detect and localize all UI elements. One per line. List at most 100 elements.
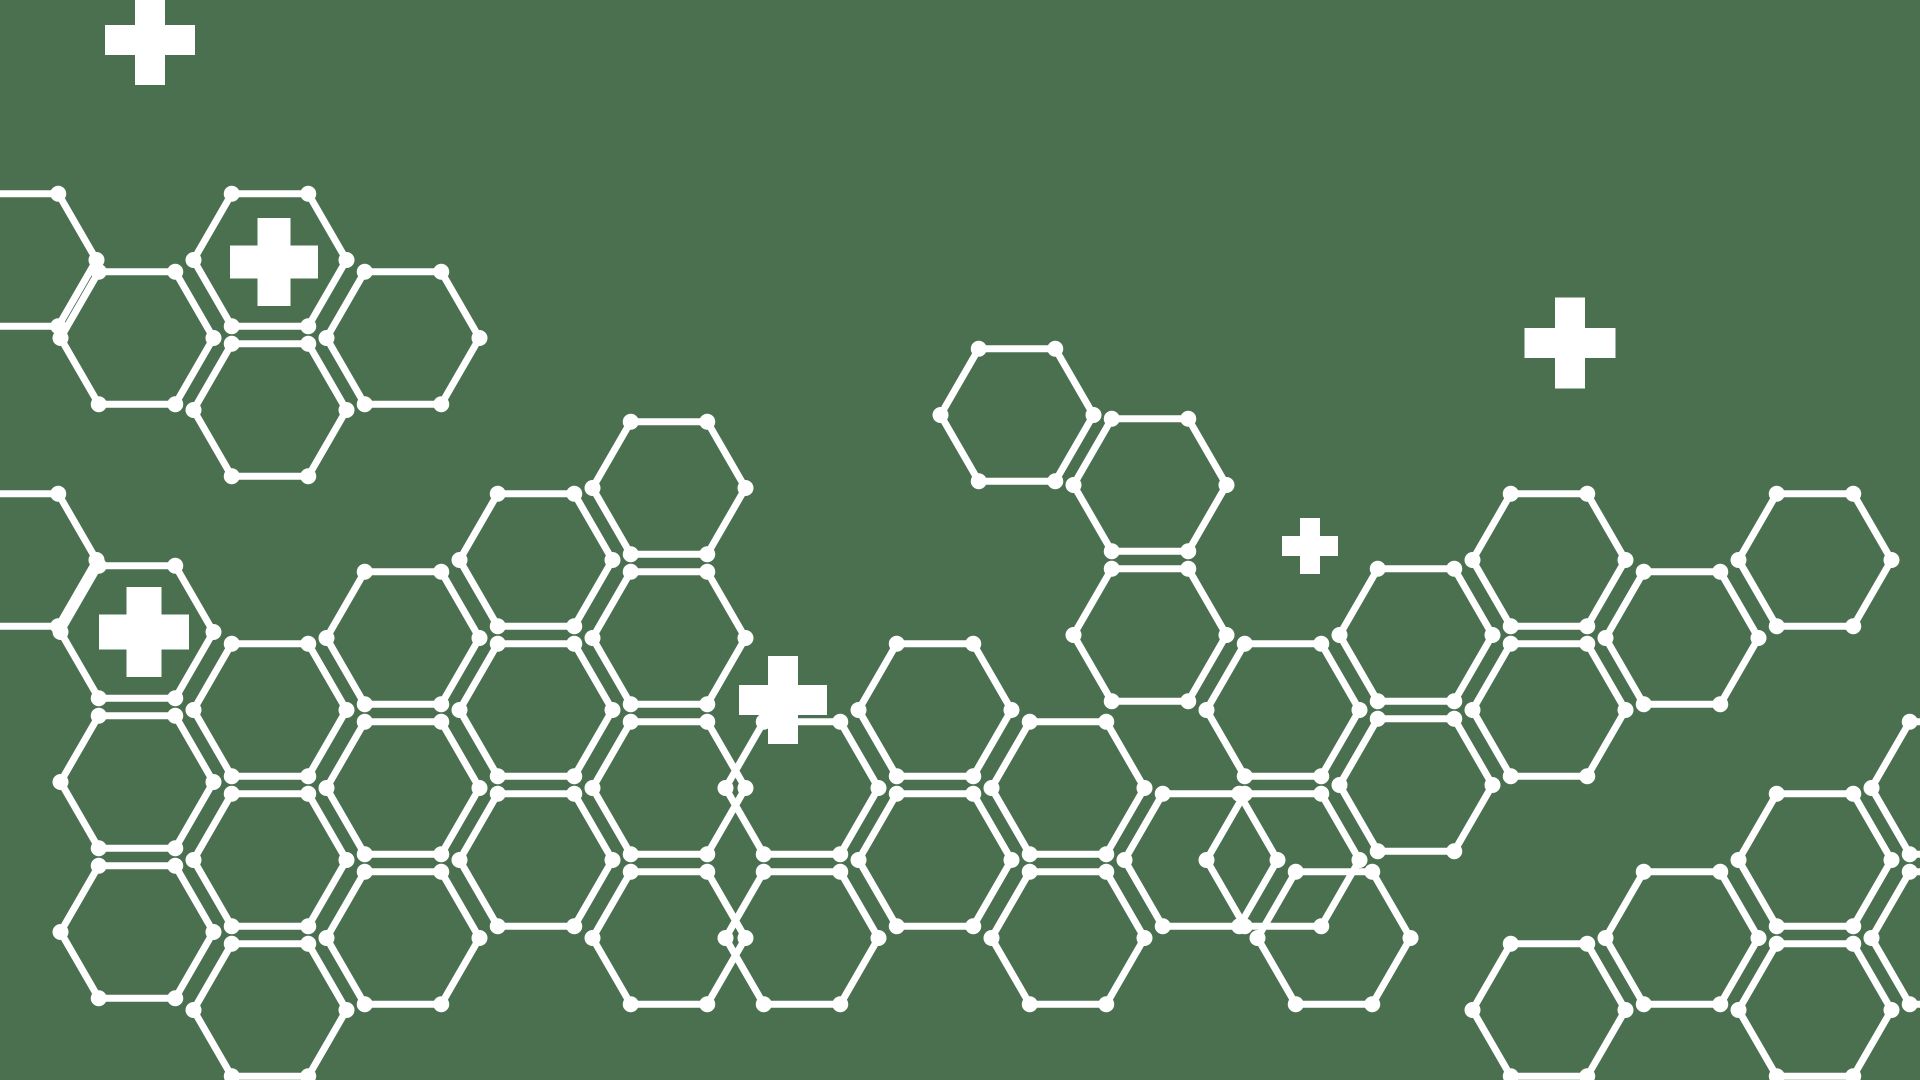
hexagon-vertex-node (1313, 918, 1330, 935)
hexagon-vertex-node (1154, 918, 1171, 935)
hexagon-vertex-node (970, 340, 987, 357)
hexagon-vertex-node (90, 690, 107, 707)
hexagon-vertex-node (489, 635, 506, 652)
hexagon-vertex-node (356, 863, 373, 880)
hexagon-vertex-node (1464, 1002, 1481, 1018)
hexagon-vertex-node (1883, 852, 1900, 868)
hexagon-vertex-node (52, 330, 69, 346)
hexagon-vertex-node (489, 785, 506, 802)
hexagon-vertex-node (965, 768, 982, 785)
hexagon-vertex-node (832, 846, 849, 863)
hexagon-vertex-node (433, 863, 450, 880)
hexagon-vertex-node (300, 785, 317, 802)
hexagon-vertex-node (1635, 563, 1652, 580)
hexagon-vertex-node (1103, 560, 1120, 577)
hexagon-vertex-node (90, 840, 107, 857)
hexagon-vertex-node (1502, 618, 1519, 635)
hexagon-vertex-node (699, 863, 716, 880)
hexagon-vertex-node (1021, 713, 1038, 730)
cross-small-mid-right (1282, 518, 1338, 574)
hexagon-vertex-node (338, 702, 355, 718)
hexagon-vertex-node (300, 318, 317, 335)
hexagon-vertex-node (699, 546, 716, 563)
hexagon-vertex-node (52, 774, 69, 790)
hexagon-vertex-node (1901, 713, 1918, 730)
hexagon-vertex-node (1901, 846, 1918, 863)
hexagon-vertex-node (888, 918, 905, 935)
hexagon-vertex-node (52, 924, 69, 940)
hexagon-vertex-node (622, 713, 639, 730)
cross-in-hex-mid-left (99, 587, 189, 677)
hexagon-vertex-node (471, 630, 488, 646)
cross-center (739, 656, 827, 744)
hexagon-vertex-node (356, 396, 373, 413)
hexagon-vertex-node (566, 918, 583, 935)
hexagon-vertex-node (356, 563, 373, 580)
hexagon-vertex-node (1635, 696, 1652, 713)
hexagon-vertex-node (1021, 863, 1038, 880)
hexagon-vertex-node (699, 413, 716, 430)
hexagon-vertex-node (965, 635, 982, 652)
hexagon-vertex-node (338, 402, 355, 418)
hexagon-vertex-node (52, 624, 69, 640)
hexagon-vertex-node (566, 785, 583, 802)
hexagon-vertex-node (433, 396, 450, 413)
hexagon-vertex-node (888, 785, 905, 802)
hexagon-vertex-node (1446, 560, 1463, 577)
hexagon-vertex-node (584, 930, 601, 946)
hexagon-vertex-node (1180, 560, 1197, 577)
hexagon-vertex-node (1287, 863, 1304, 880)
hexagon-vertex-node (932, 407, 949, 423)
hexagon-vertex-node (755, 713, 772, 730)
hexagon-vertex-node (1617, 702, 1634, 718)
hexagon-vertex-node (566, 485, 583, 502)
hexagon-vertex-node (356, 713, 373, 730)
hexagon-vertex-node (1484, 777, 1501, 793)
hexagon-vertex-node (1579, 635, 1596, 652)
hexagon-vertex-node (1287, 996, 1304, 1013)
hexagon-vertex-node (566, 618, 583, 635)
hexagon-vertex-node (1617, 552, 1634, 568)
hexagon-vertex-node (832, 996, 849, 1013)
hexagon-vertex-node (433, 263, 450, 280)
hexagon-vertex-node (1236, 785, 1253, 802)
hexagon-vertex-node (965, 785, 982, 802)
hexagon-vertex-node (1768, 785, 1785, 802)
hexagon-vertex-node (1750, 930, 1767, 946)
medical-cross-layer (99, 0, 1616, 744)
hexagon-vertex-node (489, 918, 506, 935)
hexagon-vertex-node (1730, 1002, 1747, 1018)
hexagon-vertex-node (1369, 710, 1386, 727)
hexagon-vertex-node (1845, 1068, 1862, 1080)
hexagon-vertex-node (471, 930, 488, 946)
hexagon-vertex-node (167, 840, 184, 857)
hexagon-vertex-node (699, 713, 716, 730)
hexagon-vertex-node (489, 768, 506, 785)
hexagon-vertex-node (223, 785, 240, 802)
hexagon-vertex-node (1845, 785, 1862, 802)
hexagon-vertex-node (755, 996, 772, 1013)
hexagon-vertex-node (167, 990, 184, 1007)
hexagon-vertex-node (300, 935, 317, 952)
hexagon-vertex-node (1003, 702, 1020, 718)
hexagon-vertex-node (1065, 477, 1082, 493)
hexagon-vertex-node (755, 863, 772, 880)
hexagon-vertex-node (584, 780, 601, 796)
hexagon-vertex-node (451, 702, 468, 718)
hexagon-vertex-node (1712, 563, 1729, 580)
hexagon-vertex-node (223, 318, 240, 335)
hexagon-vertex-node (338, 252, 355, 268)
hexagon-vertex-node (489, 485, 506, 502)
hexagon-vertex-node (300, 185, 317, 202)
hexagon-vertex-node (167, 690, 184, 707)
hexagon-vertex-node (1635, 996, 1652, 1013)
hexagon-vertex-node (300, 768, 317, 785)
hexagon-vertex-node (1502, 935, 1519, 952)
hexagon-vertex-node (1502, 485, 1519, 502)
hexagon-vertex-node (965, 918, 982, 935)
hexagon-vertex-node (1446, 710, 1463, 727)
hexagon-vertex-node (1103, 410, 1120, 427)
hexagon-vertex-node (870, 930, 887, 946)
hexagon-vertex-node (737, 480, 754, 496)
hexagon-vertex-node (223, 185, 240, 202)
